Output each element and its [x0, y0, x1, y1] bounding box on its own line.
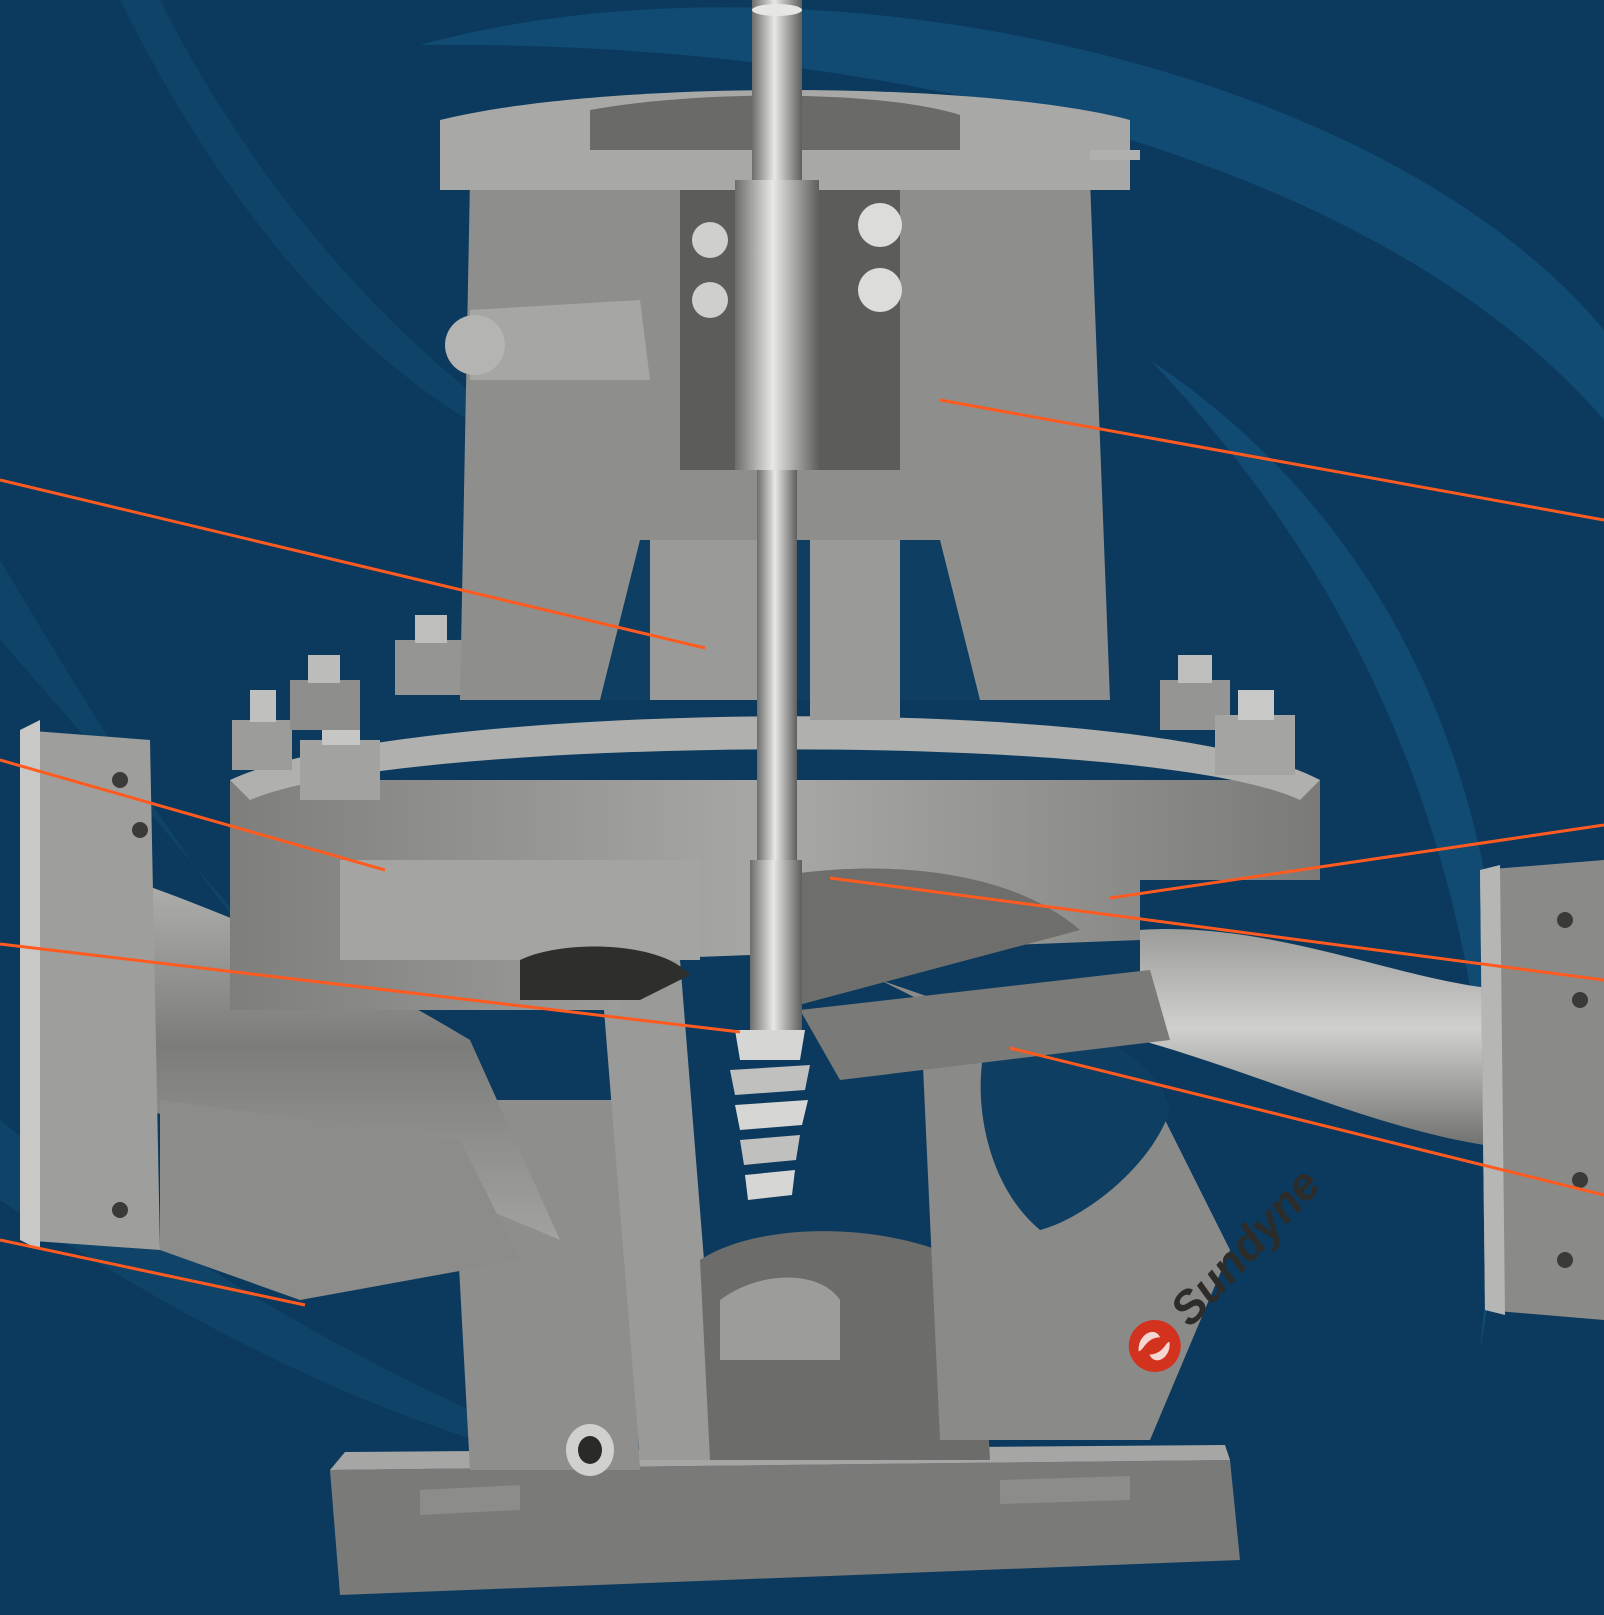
bolt-hole	[1572, 1172, 1588, 1188]
callout-line-suction-inlet	[0, 1238, 306, 1307]
ball-bearing	[692, 282, 728, 318]
bolt-hole	[112, 772, 128, 788]
ball-bearing	[858, 268, 902, 312]
bolt-hole	[132, 822, 148, 838]
callout-line-diffuser-cover	[1109, 823, 1604, 900]
impeller-blades	[520, 946, 690, 1000]
lower-casing	[450, 960, 1230, 1470]
callout-line-seal-chamber	[0, 478, 706, 650]
suction-pipe-left	[20, 720, 560, 1300]
bolt-hole	[1572, 992, 1588, 1008]
hex-nut	[290, 655, 360, 730]
bolt-hole	[1557, 912, 1573, 928]
base-plate	[330, 1445, 1240, 1595]
hex-nut	[1215, 690, 1295, 775]
hex-nut	[232, 690, 292, 770]
callout-line-impeller	[0, 942, 741, 1034]
callout-line-casing	[1009, 1046, 1604, 1197]
bolt-hole	[1557, 1252, 1573, 1268]
callout-line-inducer-nut	[829, 876, 1604, 982]
hex-nuts	[232, 615, 1295, 800]
hex-nut	[395, 615, 465, 695]
callout-lines	[0, 398, 1604, 1307]
drain-fitting	[566, 1424, 614, 1476]
shaft	[735, 0, 819, 1030]
ball-bearing	[858, 203, 902, 247]
inducer	[730, 1030, 810, 1200]
bolt-hole	[112, 1202, 128, 1218]
ball-bearing	[692, 222, 728, 258]
brand-logo-icon	[1128, 1319, 1181, 1372]
callout-line-gearbox-cover	[0, 758, 386, 872]
background-swirls	[420, 7, 1604, 1350]
callout-line-bearing-housing	[939, 398, 1604, 522]
